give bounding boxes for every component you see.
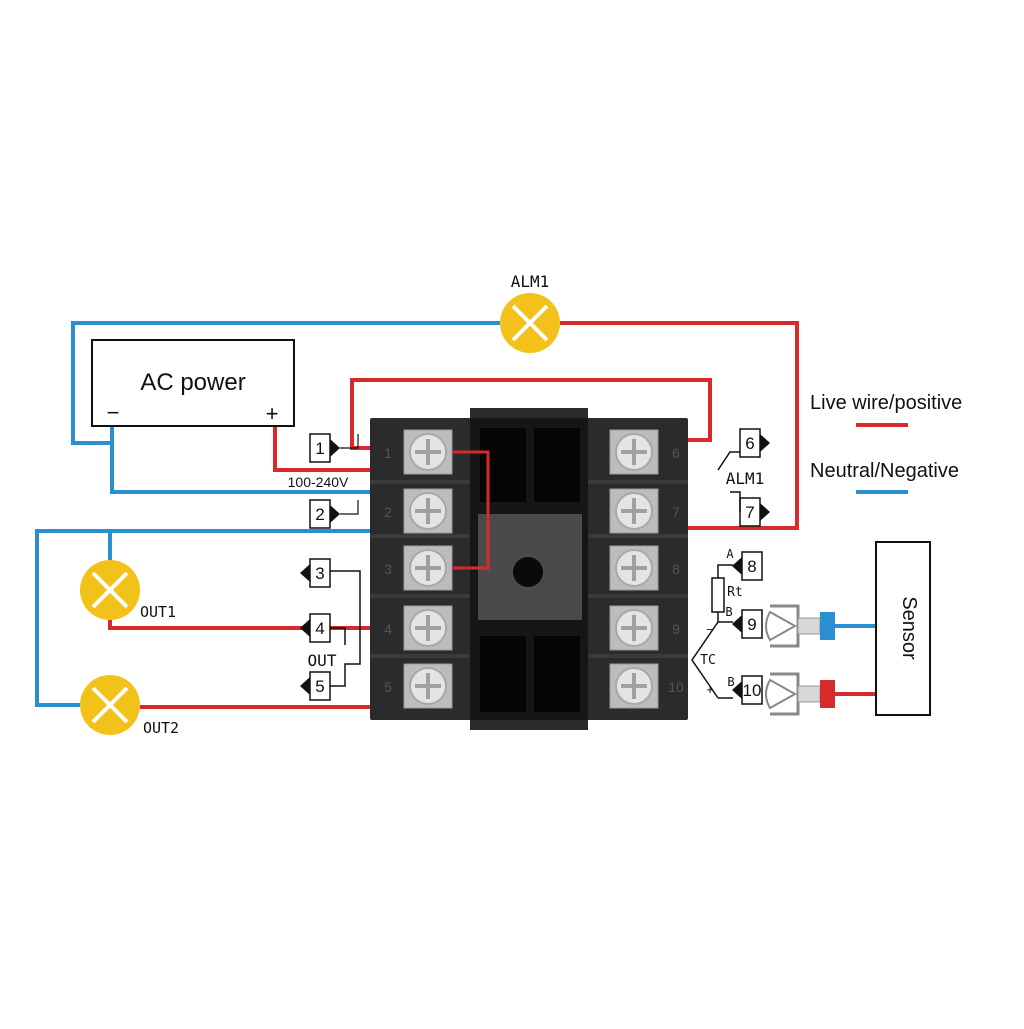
screw-terminal-left-5 (403, 663, 453, 709)
terminal-number: 3 (315, 564, 324, 583)
terminal-number: 4 (315, 619, 324, 638)
sensor-box: Sensor (875, 541, 931, 716)
housing-number-left: 4 (384, 621, 392, 637)
terminal-number: 1 (315, 439, 324, 458)
out-bracket (330, 570, 361, 687)
controller-housing: 1 6 2 7 3 8 4 9 5 10 (370, 408, 688, 730)
tag-terminal-9: 9 (732, 609, 763, 639)
screw-terminal-right-5 (609, 663, 659, 709)
ac-power-box: AC power − + (91, 339, 295, 427)
wire-neutral-ac-minus-to-terminal-2 (110, 425, 375, 494)
out1-lamp (80, 560, 140, 620)
tc-label: TC (700, 653, 716, 668)
wire-neutral-terminal-2-to-out-lamps (35, 529, 375, 707)
tag-terminal-4: 4 (300, 613, 331, 643)
terminal-number: 9 (747, 615, 756, 634)
wire-live-alm1-to-terminal-7 (560, 321, 799, 530)
housing-number-right: 6 (672, 445, 680, 461)
voltage-label: 100-240V (288, 474, 349, 490)
screw-terminal-right-3 (609, 545, 659, 591)
tag-terminal-5: 5 (300, 671, 331, 701)
screw-terminal-right-2 (609, 488, 659, 534)
spade-connector-lower (765, 672, 835, 716)
rt-label: Rt (727, 585, 743, 600)
terminal-a-label: A (726, 547, 734, 561)
terminal-tags: 1 2 3 4 5 6 7 8 9 10 (300, 428, 770, 705)
tag-terminal-10: 10 (732, 675, 763, 705)
tag-terminal-8: 8 (732, 551, 763, 581)
legend: Live wire/positive Neutral/Negative (810, 392, 962, 494)
terminal-number: 8 (747, 557, 756, 576)
terminal-number: 2 (315, 505, 324, 524)
screw-terminal-left-1 (403, 429, 453, 475)
tag-terminal-2: 2 (309, 499, 340, 529)
screw-terminal-left-2 (403, 488, 453, 534)
rtd-tc-symbol (691, 564, 733, 699)
housing-number-right: 9 (672, 621, 680, 637)
terminal-b-upper-label: B (725, 605, 732, 619)
wire-live-ac-plus-to-terminal-1 (273, 425, 375, 472)
terminal-number: 5 (315, 677, 324, 696)
alm1-lamp (500, 293, 560, 353)
out1-label: OUT1 (140, 603, 176, 621)
wire-live-jumper-overlay (452, 450, 490, 570)
out2-lamp (80, 675, 140, 735)
tag-terminal-7: 7 (739, 497, 770, 527)
housing-number-right: 7 (672, 504, 680, 520)
terminal-b-lower-label: B (727, 675, 734, 689)
wires (35, 321, 876, 709)
tag-leader (340, 434, 359, 449)
screw-terminal-left-4 (403, 605, 453, 651)
alm1-relay-label: ALM1 (726, 469, 765, 488)
legend-live-label: Live wire/positive (810, 392, 962, 414)
tc-minus-sign: − (706, 622, 714, 637)
tag-terminal-1: 1 (309, 433, 340, 463)
ac-minus-sign: − (107, 400, 120, 425)
legend-neutral-label: Neutral/Negative (810, 460, 959, 482)
spade-connector-upper (765, 604, 835, 648)
alm1-lamp-label: ALM1 (511, 272, 550, 291)
tag-leader (340, 500, 359, 515)
tag-terminal-6: 6 (739, 428, 770, 458)
center-hole (513, 557, 543, 587)
housing-number-right: 10 (668, 679, 684, 695)
housing-number-left: 2 (384, 504, 392, 520)
ac-power-label: AC power (140, 369, 245, 396)
out2-label: OUT2 (143, 719, 179, 737)
housing-number-left: 3 (384, 561, 392, 577)
alm1-relay-symbol (717, 451, 741, 512)
screw-terminal-right-4 (609, 605, 659, 651)
tc-plus-sign: + (706, 682, 714, 697)
sensor-label: Sensor (898, 596, 920, 660)
tag-terminal-3: 3 (300, 558, 331, 588)
terminal-number: 6 (745, 434, 754, 453)
out-label: OUT (308, 651, 337, 670)
screw-terminal-right-1 (609, 429, 659, 475)
terminal-number: 7 (745, 503, 754, 522)
housing-number-right: 8 (672, 561, 680, 577)
housing-number-left: 1 (384, 445, 392, 461)
screw-terminal-left-3 (403, 545, 453, 591)
terminal-number: 10 (743, 681, 762, 700)
housing-number-left: 5 (384, 679, 392, 695)
ac-plus-sign: + (266, 401, 279, 426)
